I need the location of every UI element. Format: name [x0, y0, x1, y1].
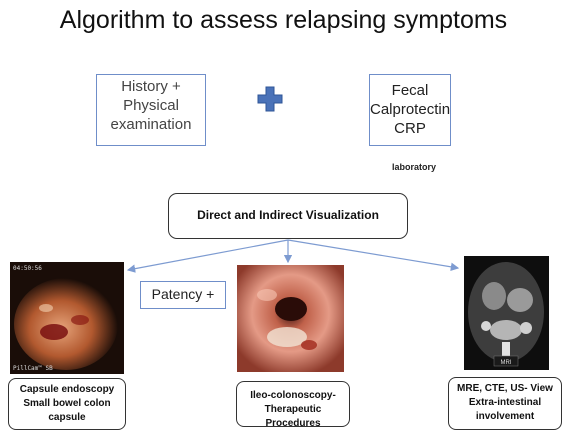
- capsule-endoscopy-box: Capsule endoscopy Small bowel colon caps…: [8, 378, 126, 430]
- ileo-colonoscopy-box: Ileo-colonoscopy- Therapeutic Procedures: [236, 381, 350, 429]
- capsule-line-1: Capsule endoscopy: [19, 384, 115, 395]
- fecal-crp-box: Fecal Calprotectin CRP: [369, 74, 451, 146]
- arrow-to-capsule: [126, 239, 289, 273]
- arrow-to-mri: [287, 239, 460, 271]
- capsule-timestamp: 04:50:56: [13, 265, 42, 272]
- patency-box: Patency +: [140, 281, 226, 309]
- fecal-line-2: Calprotectin: [370, 101, 451, 118]
- mri-image: MRI: [464, 256, 549, 370]
- imaging-line-3: involvement: [475, 411, 535, 422]
- capsule-endoscopy-image: 04:50:56 PillCam™ SB: [10, 262, 124, 374]
- history-exam-box: History + Physical examination: [96, 74, 206, 146]
- history-line-3: examination: [110, 116, 192, 133]
- ileo-line-1: Ileo-colonoscopy-: [250, 390, 336, 401]
- imaging-line-2: Extra-intestinal: [468, 397, 542, 408]
- imaging-line-1: MRE, CTE, US- View: [457, 383, 553, 394]
- fecal-line-3: CRP: [394, 120, 426, 137]
- history-line-2: Physical: [123, 97, 179, 114]
- capsule-brand: PillCam™ SB: [13, 365, 53, 372]
- plus-cross-icon: [257, 86, 283, 112]
- laboratory-caption: laboratory: [392, 162, 437, 172]
- imaging-box: MRE, CTE, US- View Extra-intestinal invo…: [448, 377, 562, 430]
- history-line-1: History +: [121, 78, 181, 95]
- visualization-box: Direct and Indirect Visualization: [168, 193, 408, 239]
- fecal-line-1: Fecal: [391, 82, 429, 99]
- capsule-line-3: capsule: [48, 412, 86, 423]
- ileo-line-2: Therapeutic Procedures: [264, 404, 322, 429]
- ileo-colonoscopy-image: [237, 265, 344, 372]
- capsule-line-2: Small bowel colon: [23, 398, 111, 409]
- mri-tag: MRI: [501, 360, 512, 366]
- diagram-title: Algorithm to assess relapsing symptoms: [59, 6, 508, 34]
